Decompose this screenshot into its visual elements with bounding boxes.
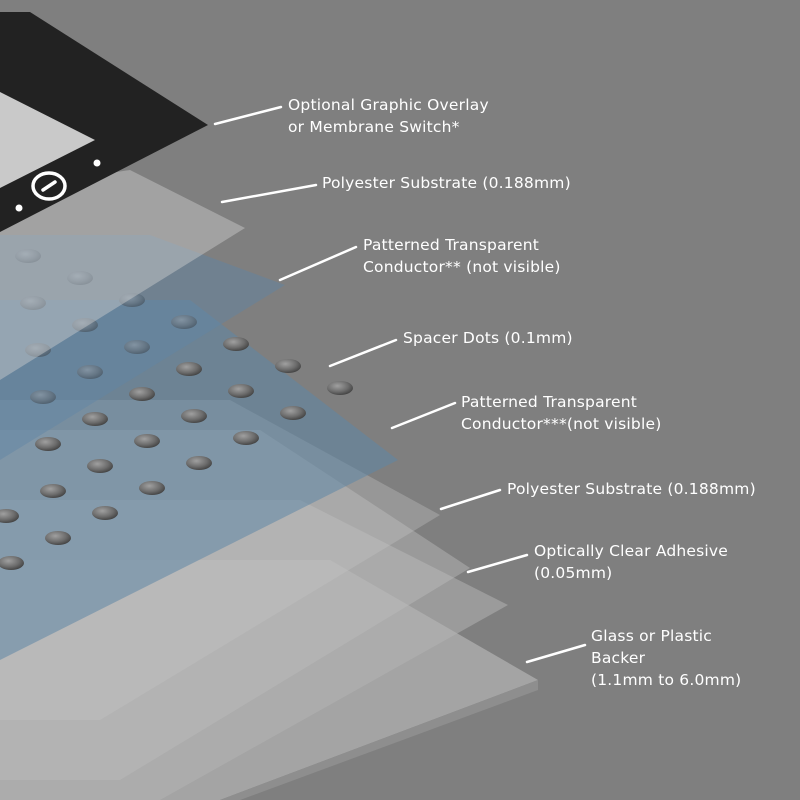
spacer-dot (35, 437, 61, 451)
spacer-dot (171, 315, 197, 329)
conductor-top-layer (0, 235, 285, 460)
spacer-dot (176, 362, 202, 376)
callout-conductor-bottom-line-1: Patterned Transparent (461, 393, 638, 411)
callout-substrate-bottom: Polyester Substrate (0.188mm) (507, 478, 756, 500)
callout-backer-line-2: Backer (591, 649, 646, 667)
callout-conductor-bottom-line-2: Conductor***(not visible) (461, 415, 662, 433)
power-icon (31, 171, 67, 201)
callout-overlay: Optional Graphic Overlay or Membrane Swi… (288, 94, 489, 138)
leader-line-substrate-bottom (439, 488, 502, 511)
callout-overlay-line-1: Optional Graphic Overlay (288, 96, 489, 114)
spacer-dot (129, 387, 155, 401)
spacer-dot (186, 456, 212, 470)
spacer-dot (0, 509, 19, 523)
spacer-dot (25, 343, 51, 357)
spacer-dot (139, 481, 165, 495)
glass-backer-edge (220, 680, 538, 800)
leader-line-spacer-dots (328, 338, 398, 368)
spacer-dot (30, 390, 56, 404)
callout-adhesive: Optically Clear Adhesive (0.05mm) (534, 540, 728, 584)
spacer-dot (82, 412, 108, 426)
spacer-dots-layer (0, 249, 353, 570)
spacer-dot (67, 271, 93, 285)
leader-line-conductor-top (278, 245, 358, 282)
callout-substrate-top-line-1: Polyester Substrate (0.188mm) (322, 174, 571, 192)
callout-backer-line-1: Glass or Plastic (591, 627, 713, 645)
callout-conductor-bottom: Patterned Transparent Conductor***(not v… (461, 391, 661, 435)
conductor-bottom-layer (0, 300, 398, 660)
substrate-top-layer (0, 170, 245, 380)
indicator-dot-right (93, 159, 101, 167)
spacer-dot (92, 506, 118, 520)
callout-overlay-line-2: or Membrane Switch* (288, 118, 460, 136)
spacer-dot (15, 249, 41, 263)
spacer-dot (0, 556, 24, 570)
spacer-dot (77, 365, 103, 379)
spacer-dot (181, 409, 207, 423)
leader-lines (213, 105, 587, 664)
spacer-dot (275, 359, 301, 373)
callout-substrate-top: Polyester Substrate (0.188mm) (322, 172, 571, 194)
spacer-dot (20, 296, 46, 310)
graphic-overlay (0, 12, 208, 232)
indicator-dot-left (15, 204, 23, 212)
callout-spacer-dots: Spacer Dots (0.1mm) (403, 327, 573, 349)
spacer-dot (119, 293, 145, 307)
callout-conductor-top-line-1: Patterned Transparent (363, 236, 540, 254)
leader-line-overlay (213, 105, 283, 126)
spacer-dot (280, 406, 306, 420)
callout-adhesive-line-1: Optically Clear Adhesive (534, 542, 729, 560)
spacer-dot (40, 484, 66, 498)
leader-line-backer (525, 643, 587, 664)
spacer-dot (87, 459, 113, 473)
spacer-dot (134, 434, 160, 448)
callout-conductor-top-line-2: Conductor** (not visible) (363, 258, 561, 276)
callout-substrate-bottom-line-1: Polyester Substrate (0.188mm) (507, 480, 756, 498)
callout-conductor-top: Patterned Transparent Conductor** (not v… (363, 234, 561, 278)
leader-line-adhesive (466, 553, 529, 574)
graphic-overlay-window (0, 92, 95, 188)
leader-line-substrate-top (220, 183, 318, 204)
callout-spacer-dots-line-1: Spacer Dots (0.1mm) (403, 329, 573, 347)
callout-backer-line-3: (1.1mm to 6.0mm) (591, 671, 742, 689)
spacer-dot (233, 431, 259, 445)
spacer-dot (327, 381, 353, 395)
callout-adhesive-line-2: (0.05mm) (534, 564, 613, 582)
spacer-dot (45, 531, 71, 545)
spacer-dot (223, 337, 249, 351)
spacer-dot (228, 384, 254, 398)
spacer-dot (124, 340, 150, 354)
spacer-dot (72, 318, 98, 332)
callout-backer: Glass or Plastic Backer (1.1mm to 6.0mm) (591, 625, 741, 691)
leader-line-conductor-bottom (390, 401, 457, 430)
